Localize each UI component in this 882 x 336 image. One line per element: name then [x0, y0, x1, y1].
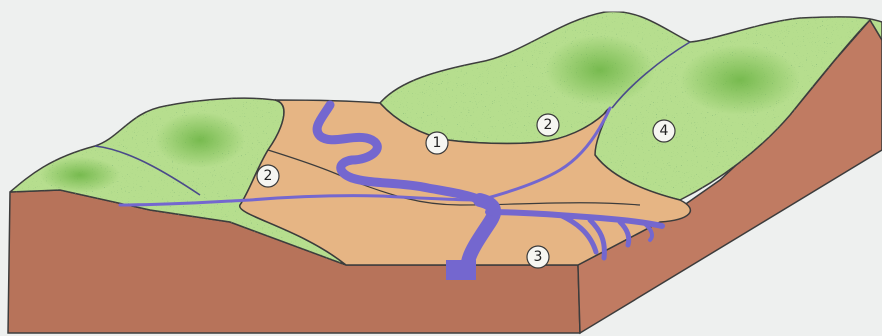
marker-2-left: 2 [257, 165, 279, 187]
marker-3-label: 3 [534, 249, 543, 265]
dark-patch-2 [680, 45, 800, 115]
river-mouth [446, 260, 476, 280]
marker-2-right-label: 2 [544, 117, 553, 133]
marker-4-label: 4 [660, 123, 669, 139]
dark-patch-4 [40, 157, 120, 193]
marker-1: 1 [426, 132, 448, 154]
marker-3: 3 [527, 246, 549, 268]
dark-patch-1 [545, 35, 655, 105]
marker-4: 4 [653, 120, 675, 142]
dark-patch-3 [155, 112, 245, 168]
marker-2-right: 2 [537, 114, 559, 136]
marker-2-left-label: 2 [264, 168, 273, 184]
marker-1-label: 1 [433, 135, 442, 151]
